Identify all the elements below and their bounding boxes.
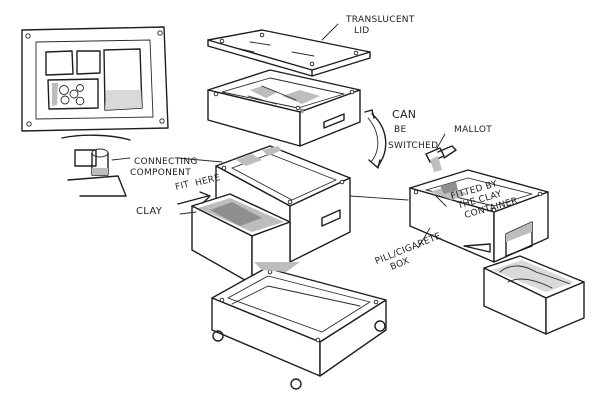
label-connecting: CONNECTING [134,157,198,167]
wall-panel-view [21,26,169,132]
label-connecting-component: CONNECTING COMPONENT [130,157,198,178]
clay-drawer [177,191,291,285]
label-be: BE [394,125,406,135]
mallot-tool [425,133,457,172]
label-can-be-switched: CAN BE SWITCHED [388,108,438,151]
label-pill-box: PILL/CIGARETE BOX [374,231,443,272]
wheeled-base [211,262,387,390]
top-tray [207,69,361,147]
label-translucent-lid-line1: TRANSLUCENT [345,15,415,25]
label-clay: CLAY [136,206,163,217]
label-translucent-lid-line2: LID [354,26,370,36]
connecting-component-side [61,134,131,197]
label-switched: SWITCHED [388,141,438,151]
translucent-lid [207,29,371,77]
label-mallot: MALLOT [454,125,492,135]
pill-box-module [409,169,549,263]
label-translucent-lid: TRANSLUCENT LID [345,15,415,36]
label-can: CAN [392,108,416,121]
clay-container [483,255,585,335]
label-fit: FIT [174,180,190,193]
leader-lines [177,23,447,249]
switch-arrow [364,109,387,169]
label-component: COMPONENT [130,168,191,178]
